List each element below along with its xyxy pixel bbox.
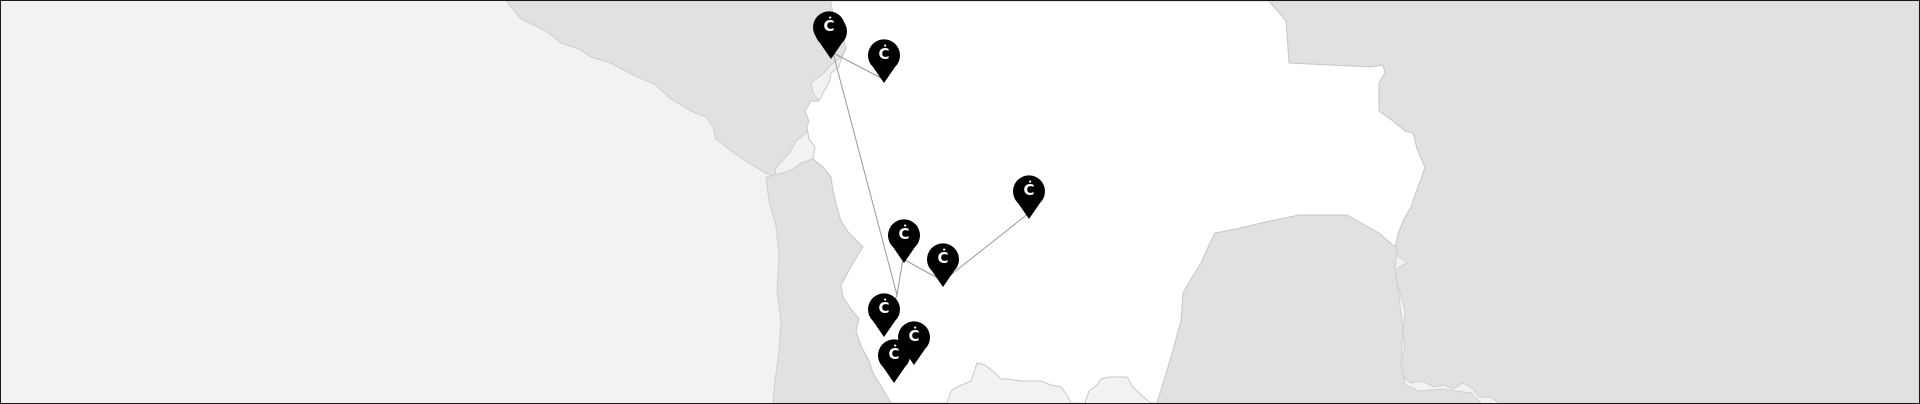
anchor-pin-icon: [868, 39, 900, 83]
location-marker[interactable]: Ċ: [878, 339, 910, 383]
location-marker[interactable]: Ċ: [898, 321, 930, 365]
anchor-pin-icon: [1013, 175, 1045, 219]
highlighted-country: [804, 1, 1426, 403]
marker-glyph: Ċ: [888, 344, 899, 363]
location-marker[interactable]: Ċ: [927, 243, 959, 287]
marker-glyph: Ċ: [1023, 180, 1034, 199]
location-marker[interactable]: Ċ: [888, 219, 920, 263]
neighbor-country-west: [505, 1, 847, 178]
marker-glyph: Ċ: [823, 16, 834, 35]
route-line: [832, 52, 884, 80]
location-marker[interactable]: Ċ: [868, 293, 900, 337]
marker-glyph: Ċ: [908, 326, 919, 345]
anchor-pin-icon: [868, 293, 900, 337]
route-line: [902, 258, 944, 282]
route-line: [896, 258, 904, 296]
location-marker[interactable]: Ċ: [868, 39, 900, 83]
anchor-pin-icon: [878, 339, 910, 383]
marker-glyph: Ċ: [878, 298, 889, 317]
marker-glyph: Ċ: [898, 224, 909, 243]
marker-glyph: Ċ: [937, 248, 948, 267]
anchor-pin-icon: [898, 321, 930, 365]
location-marker[interactable]: Ċ: [813, 11, 845, 55]
marker-glyph: Ċ: [878, 44, 889, 63]
route-line: [942, 212, 1030, 282]
route-line: [832, 52, 898, 296]
location-marker[interactable]: Ċ: [1013, 175, 1045, 219]
anchor-pin-icon: [813, 11, 845, 55]
anchor-pin-icon: [888, 219, 920, 263]
anchor-pin-icon: [927, 243, 959, 287]
markers: Ċ Ċ Ċ Ċ Ċ Ċ Ċ: [813, 11, 1045, 383]
